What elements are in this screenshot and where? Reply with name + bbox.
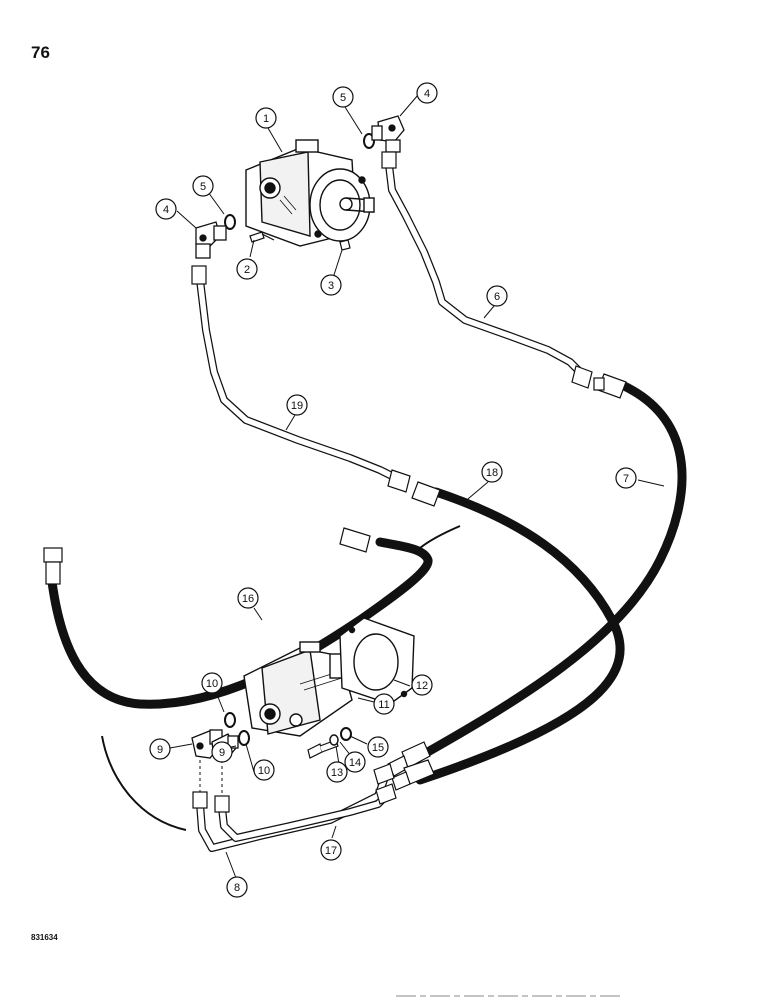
callout-12-label: 12 <box>416 680 428 692</box>
callout-12: 12 <box>411 674 433 696</box>
hose-16-cutaway <box>101 735 187 831</box>
tube-6 <box>385 161 584 376</box>
callout-2: 2 <box>236 258 258 280</box>
callout-5-left: 5 <box>192 175 214 197</box>
callout-10-lower-label: 10 <box>258 765 270 777</box>
tube-6-nut-top <box>381 151 397 169</box>
callout-16: 16 <box>237 587 259 609</box>
o-ring-10-lower <box>238 730 250 746</box>
callout-6: 6 <box>486 285 508 307</box>
bolt-2 <box>249 231 275 243</box>
callout-16-label: 16 <box>242 593 254 605</box>
callout-4-left-label: 4 <box>163 204 169 216</box>
o-ring-5-left <box>224 214 236 230</box>
callout-7: 7 <box>615 467 637 489</box>
callout-10-lower: 10 <box>253 759 275 781</box>
callout-13-label: 13 <box>331 767 343 779</box>
callout-17: 17 <box>320 839 342 861</box>
callout-9-left-label: 9 <box>157 744 163 756</box>
callout-19: 19 <box>286 394 308 416</box>
gasket-12 <box>339 617 415 705</box>
callout-17-label: 17 <box>325 845 337 857</box>
callout-9-right-label: 9 <box>219 747 225 759</box>
figure-code: 831634 <box>31 933 58 942</box>
callout-15: 15 <box>367 736 389 758</box>
callout-6-label: 6 <box>494 291 500 303</box>
callout-7-label: 7 <box>623 473 629 485</box>
callout-5-right-label: 5 <box>340 92 346 104</box>
callout-11: 11 <box>373 693 395 715</box>
elbow-fitting-4-right <box>371 115 405 153</box>
callout-10-upper: 10 <box>201 672 223 694</box>
callout-15-label: 15 <box>372 742 384 754</box>
callout-8: 8 <box>226 876 248 898</box>
callout-8-label: 8 <box>234 882 240 894</box>
hydraulic-pump-upper <box>245 139 375 247</box>
tube-17-nut <box>214 795 230 813</box>
callout-1-label: 1 <box>263 113 269 125</box>
callout-18-label: 18 <box>486 467 498 479</box>
callout-5-left-label: 5 <box>200 181 206 193</box>
hose-16-fitting-left <box>43 547 63 585</box>
callout-14: 14 <box>344 751 366 773</box>
callout-4-right: 4 <box>416 82 438 104</box>
callout-3: 3 <box>320 274 342 296</box>
o-ring-5-right <box>363 133 375 149</box>
leader-lines <box>169 94 665 879</box>
washer-14 <box>329 734 339 746</box>
hose-16-fitting-right <box>339 527 371 553</box>
callout-13: 13 <box>326 761 348 783</box>
hydraulic-pump-lower <box>243 641 353 737</box>
callout-4-left: 4 <box>155 198 177 220</box>
callout-11-label: 11 <box>378 699 389 711</box>
hose-7 <box>405 379 687 767</box>
hose-18-fitting-top <box>411 481 441 507</box>
washer-15 <box>340 727 352 741</box>
callout-4-right-label: 4 <box>424 88 430 100</box>
tube-17-nut-right <box>375 783 397 805</box>
hose-18 <box>415 487 625 785</box>
tube-6-nut-bottom <box>571 365 593 389</box>
callout-14-label: 14 <box>349 757 361 769</box>
callout-5-right: 5 <box>332 86 354 108</box>
callout-10-upper-label: 10 <box>206 678 218 690</box>
tube-19-nut-top <box>191 265 207 285</box>
o-ring-10-upper <box>224 712 236 728</box>
callout-9-right: 9 <box>211 741 233 763</box>
nut-3 <box>339 239 351 251</box>
callout-1: 1 <box>255 107 277 129</box>
tube-8-nut-right <box>373 763 395 785</box>
callout-2-label: 2 <box>244 264 250 276</box>
tube-19-nut-bottom <box>387 469 411 493</box>
elbow-fitting-4-left <box>195 221 227 259</box>
hose-7-fitting-top <box>593 373 627 399</box>
callout-9-left: 9 <box>149 738 171 760</box>
hose-18-fitting-bottom <box>391 759 435 791</box>
page-number: 76 <box>31 43 50 62</box>
callout-18: 18 <box>481 461 503 483</box>
tube-8-nut <box>192 791 208 809</box>
callout-19-label: 19 <box>291 400 303 412</box>
tube-19 <box>196 276 400 482</box>
callout-3-label: 3 <box>328 280 334 292</box>
